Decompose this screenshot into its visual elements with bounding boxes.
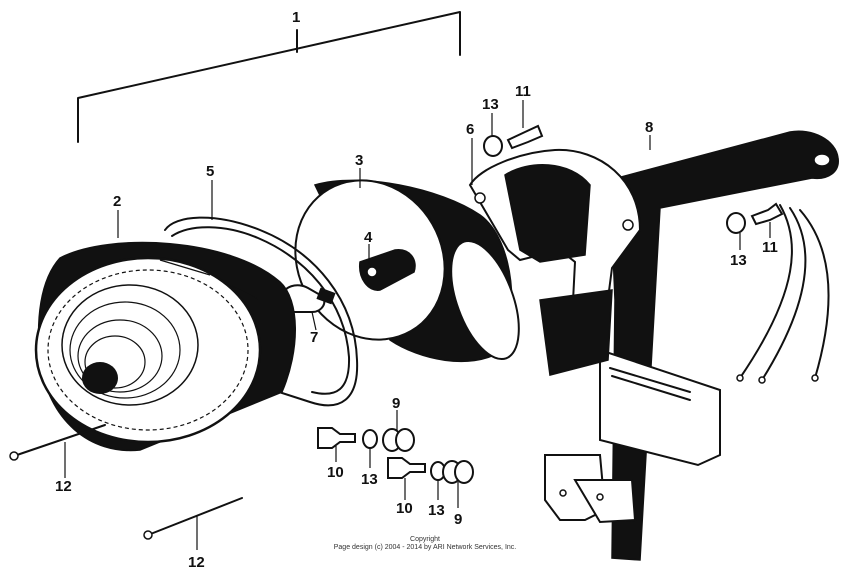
callout-13-upper: 13 [482,96,499,113]
upper-fasteners [483,124,784,234]
callout-13-lower: 13 [428,502,445,519]
copyright-notice: Copyright Page design (c) 2004 - 2014 by… [0,536,850,552]
callout-labels: 1 2 3 4 5 6 7 8 9 9 10 10 11 11 12 12 13… [55,9,778,571]
callout-13-right: 13 [730,252,747,269]
callout-11-upper: 11 [515,83,531,100]
lens-guard-part [34,241,296,452]
mounting-bracket-part [544,130,839,561]
callout-10-lower: 10 [396,500,413,517]
assembly-bracket [77,11,461,143]
long-screw-parts [9,424,243,540]
callout-6: 6 [466,121,474,138]
callout-5: 5 [206,163,214,180]
leader-lines [64,100,771,550]
callout-12-lower: 12 [188,554,205,571]
callout-4: 4 [364,229,373,246]
callout-7: 7 [310,329,318,346]
bulb-socket-part [359,249,416,291]
copyright-title: Copyright [410,536,440,543]
copyright-text: Page design (c) 2004 - 2014 by ARI Netwo… [333,544,517,551]
callout-8: 8 [645,119,653,136]
callout-10-upper: 10 [327,464,344,481]
callout-9-upper: 9 [392,395,400,412]
callout-3: 3 [355,152,363,169]
callout-11-right: 11 [762,239,778,256]
gasket-part [164,216,359,407]
wire-leads [736,204,830,384]
callout-2: 2 [113,193,121,210]
callout-12-upper: 12 [55,478,72,495]
inner-frame-part [468,148,642,376]
lower-fasteners [317,427,474,484]
callout-9-lower: 9 [454,511,462,528]
callout-1: 1 [292,9,300,26]
callout-13-middle: 13 [361,471,378,488]
